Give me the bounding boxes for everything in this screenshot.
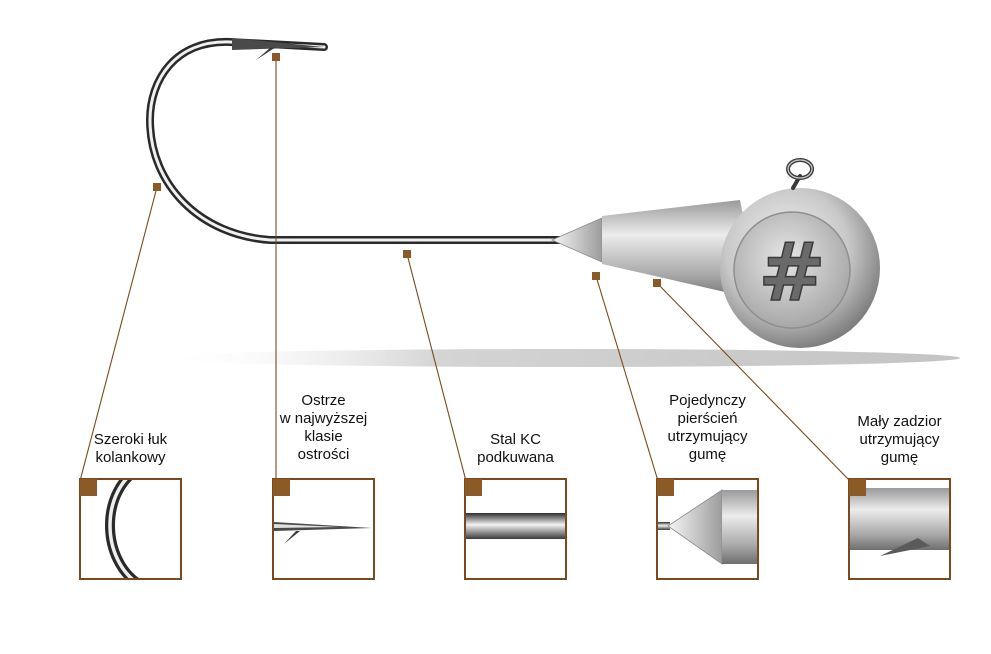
head-mark: # — [758, 226, 825, 319]
callout-text: Pojedynczy — [669, 392, 746, 409]
callout-label-point: Ostrze w najwyższej klasie ostrości — [258, 392, 389, 464]
callout-text: kolankowy — [95, 449, 166, 466]
callout-label-shank: Stal KC podkuwana — [465, 431, 566, 467]
callout-text: Ostrze — [301, 392, 346, 409]
detail-box-collar — [656, 478, 759, 580]
leader-lines — [79, 57, 851, 482]
hook-wire — [145, 37, 564, 244]
origin-markers — [153, 53, 661, 287]
leader-shank — [406, 253, 467, 482]
callout-text: w najwyższej — [279, 410, 368, 427]
callout-text: Stal KC — [490, 431, 541, 448]
callout-text: klasie — [304, 428, 343, 445]
detail-box-shank — [464, 478, 567, 580]
detail-box-bend — [79, 478, 182, 580]
callout-text: Mały zadzior — [857, 413, 942, 430]
callout-text: Szeroki łuk — [93, 431, 168, 448]
marker-collar — [592, 272, 600, 280]
callout-label-barb: Mały zadzior utrzymujący gumę — [838, 413, 961, 467]
callout-text: ostrości — [297, 446, 350, 463]
callout-text: gumę — [880, 449, 919, 466]
marker-bend — [153, 183, 161, 191]
leader-collar — [595, 275, 659, 482]
jig-head: # — [551, 158, 880, 348]
callout-text: utrzymujący — [667, 428, 748, 445]
callout-text: pierścień — [677, 410, 738, 427]
floor-shadow — [160, 349, 960, 367]
callout-text: podkuwana — [477, 449, 554, 466]
callout-label-bend: Szeroki łuk kolankowy — [80, 431, 181, 467]
callout-label-collar: Pojedynczy pierścień utrzymujący gumę — [650, 392, 765, 464]
callout-text: gumę — [688, 446, 727, 463]
callout-text: utrzymujący — [859, 431, 940, 448]
marker-barb — [653, 279, 661, 287]
marker-shank — [403, 250, 411, 258]
detail-box-barb — [848, 478, 951, 580]
collar-cone — [551, 217, 603, 263]
line-eye-inner — [787, 159, 813, 179]
detail-box-point — [272, 478, 375, 580]
leader-barb — [656, 282, 851, 482]
barb-on-point — [256, 47, 276, 60]
leader-bend — [79, 186, 158, 482]
marker-point — [272, 53, 280, 61]
head-face — [733, 211, 851, 329]
line-eye — [786, 158, 815, 190]
